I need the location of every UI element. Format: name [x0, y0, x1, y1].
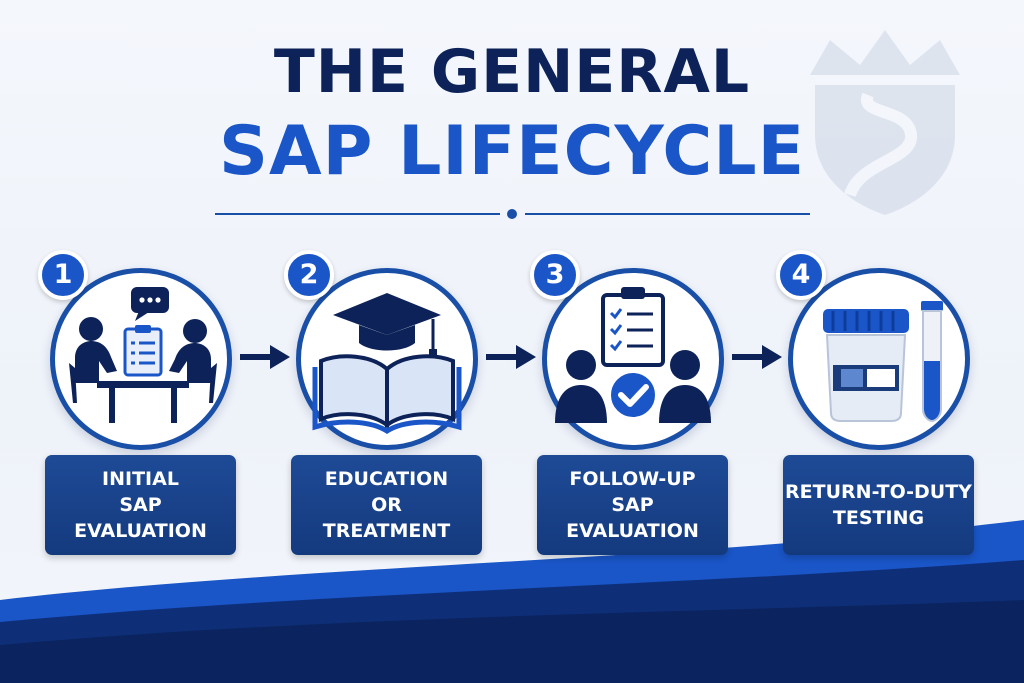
- step-3-circle: [542, 268, 724, 450]
- step-3-label-box: FOLLOW-UP SAP EVALUATION: [537, 455, 728, 555]
- specimen-cup-test-tube-icon: [823, 301, 943, 423]
- graduation-cap-book-icon: [312, 293, 462, 434]
- step-2-number-badge: 2: [284, 250, 334, 300]
- step-1-label: INITIAL SAP EVALUATION: [74, 468, 207, 542]
- step-4-number-badge: 4: [776, 250, 826, 300]
- step-1-circle: [50, 268, 232, 450]
- step-2-label: EDUCATION OR TREATMENT: [322, 468, 451, 542]
- step-4-label: RETURN-TO-DUTY TESTING: [785, 481, 972, 529]
- title-divider: [215, 209, 810, 219]
- arrow-right-icon: [732, 345, 782, 369]
- title-line-2: SAP LIFECYCLE: [218, 112, 806, 191]
- step-2-label-box: EDUCATION OR TREATMENT: [291, 455, 482, 555]
- step-1-number-badge: 1: [38, 250, 88, 300]
- arrow-right-icon: [240, 345, 290, 369]
- step-2-circle: [296, 268, 478, 450]
- step-1-label-box: INITIAL SAP EVALUATION: [45, 455, 236, 555]
- step-3-number-badge: 3: [530, 250, 580, 300]
- checklist-people-check-icon: [555, 287, 711, 423]
- step-3-label: FOLLOW-UP SAP EVALUATION: [566, 468, 699, 542]
- shield-watermark-icon: [810, 30, 960, 215]
- arrow-right-icon: [486, 345, 536, 369]
- meeting-with-clipboard-icon: [69, 287, 217, 423]
- step-4-circle: [788, 268, 970, 450]
- title-line-1: THE GENERAL: [273, 37, 751, 107]
- step-4-label-box: RETURN-TO-DUTY TESTING: [783, 455, 974, 555]
